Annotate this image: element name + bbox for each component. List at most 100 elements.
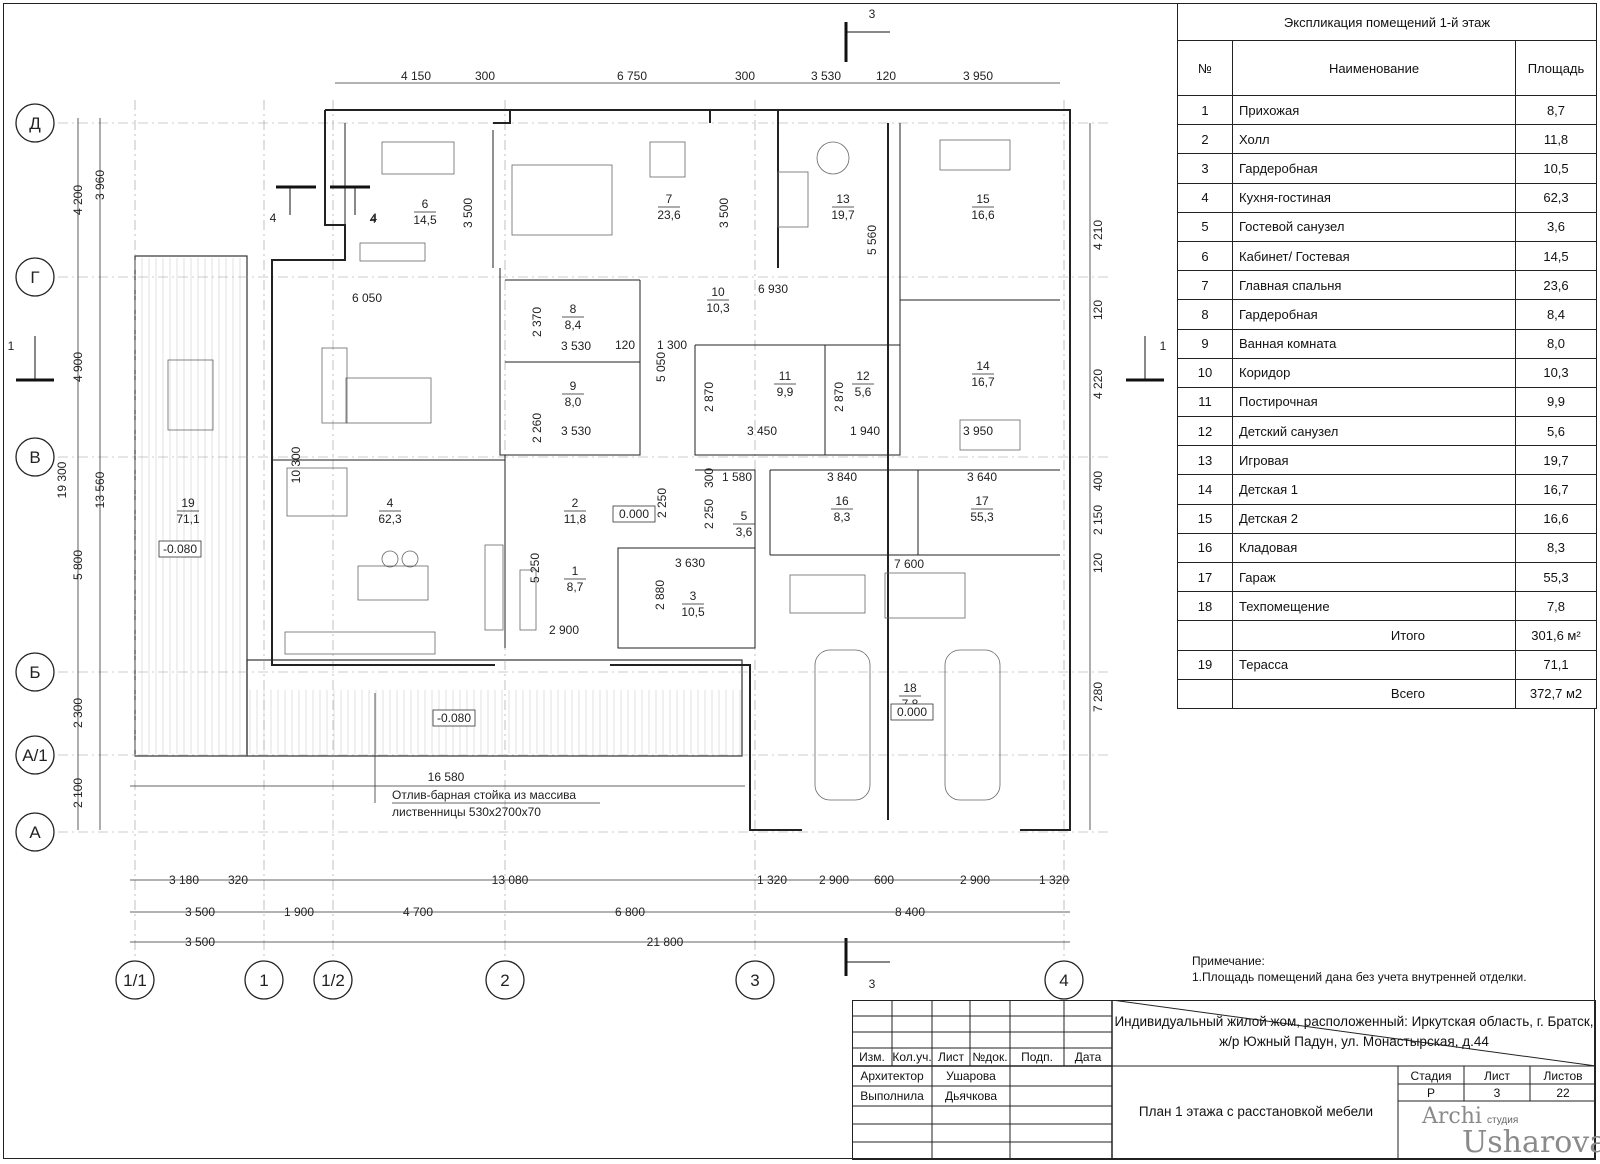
room-area: 8,3 <box>834 510 851 524</box>
dim-inner: 2 260 <box>530 413 544 443</box>
dim-inner: 120 <box>615 338 635 352</box>
dim-bottom3: 3 500 <box>185 935 215 949</box>
dim-inner: 10 300 <box>289 446 303 483</box>
studio-logo: Archi студия Usharova <box>1422 1104 1600 1158</box>
dim-bottom2: 6 800 <box>615 905 645 919</box>
row-number: 6 <box>1177 240 1233 272</box>
room-number: 10 <box>711 285 725 299</box>
row-area: 16,6 <box>1515 503 1597 534</box>
dim-top: 3 530 <box>811 69 841 83</box>
dim-inner: 3 450 <box>747 424 777 438</box>
row-name: Гардеробная <box>1232 153 1516 184</box>
section-label: 4 <box>270 211 277 225</box>
dim-inner: 3 840 <box>827 470 857 484</box>
annotation: Отлив-барная стойка из массива лиственни… <box>374 693 600 819</box>
axis-label-h: А <box>29 823 41 842</box>
row-number: 9 <box>1177 328 1233 359</box>
row-number: 12 <box>1177 416 1233 447</box>
row-number: 16 <box>1177 532 1233 564</box>
room-area: 5,6 <box>855 385 872 399</box>
axis-bubble-v <box>1044 960 1084 1000</box>
title-block: Изм. Кол.уч. Лист №док. Подп. Дата Индив… <box>852 1000 1596 1160</box>
row-area: 16,7 <box>1515 474 1597 505</box>
dim-inner: 2 900 <box>549 623 579 637</box>
dim-inner: 2 870 <box>832 382 846 412</box>
room-number: 7 <box>666 192 673 206</box>
dim-top: 3 950 <box>963 69 993 83</box>
dim-top: 4 150 <box>401 69 431 83</box>
row-area: 8,3 <box>1515 532 1597 564</box>
row-area: 8,0 <box>1515 328 1597 359</box>
dim-inner: 2 880 <box>653 580 667 610</box>
dim-inner: 1 580 <box>722 470 752 484</box>
axis-bubble-v <box>313 960 353 1000</box>
sheet-value: 3 <box>1493 1086 1501 1100</box>
room-area: 23,6 <box>657 208 681 222</box>
axis-label-h: А/1 <box>22 746 48 765</box>
axis-label-v: 2 <box>500 971 509 990</box>
total-value: 372,7 м2 <box>1515 678 1597 709</box>
row-area: 19,7 <box>1515 445 1597 476</box>
tb-col-ndok: №док. <box>972 1050 1008 1064</box>
axis-label-v: 4 <box>1059 971 1068 990</box>
row-area: 14,5 <box>1515 240 1597 272</box>
room-number: 14 <box>976 359 990 373</box>
room-number: 3 <box>690 589 697 603</box>
row-name: Ванная комната <box>1232 328 1516 359</box>
room-number: 16 <box>835 494 849 508</box>
dim-bottom2: 1 900 <box>284 905 314 919</box>
logo-top: Archi <box>1422 1104 1482 1129</box>
sheets-header: Листов <box>1543 1069 1583 1083</box>
row-number: 2 <box>1177 124 1233 155</box>
room-area: 62,3 <box>378 512 402 526</box>
dim-left: 4 200 <box>71 185 85 215</box>
axis-label-v: 1/1 <box>123 971 147 990</box>
room-number: 15 <box>976 192 990 206</box>
level-value: -0.080 <box>163 542 197 556</box>
row-name: Терасса <box>1232 649 1516 680</box>
dim-inner: 1 940 <box>850 424 880 438</box>
level-box <box>432 709 476 727</box>
dim-inner: 2 250 <box>655 488 669 518</box>
row-name: Гараж <box>1232 561 1516 593</box>
axis-label-v: 1/2 <box>321 971 345 990</box>
dim-right: 4 220 <box>1091 369 1105 399</box>
row-name: Прихожая <box>1232 94 1516 126</box>
row-name: Гостевой санузел <box>1232 211 1516 242</box>
dim-bottom1: 13 080 <box>492 873 529 887</box>
room-area: 9,9 <box>777 385 794 399</box>
row-area: 62,3 <box>1515 182 1597 213</box>
logo-small: студия <box>1487 1115 1519 1126</box>
row-number: 13 <box>1177 445 1233 476</box>
axis-bubble-h <box>15 652 55 692</box>
room-area: 55,3 <box>970 510 994 524</box>
dim-bottom1: 2 900 <box>960 873 990 887</box>
dim-bottom1: 600 <box>874 873 894 887</box>
row-name: Кухня-гостиная <box>1232 182 1516 213</box>
row-number: 7 <box>1177 270 1233 301</box>
dim-bottom2: 4 700 <box>403 905 433 919</box>
annotation-line-1: Отлив-барная стойка из массива <box>392 788 576 802</box>
room-area: 16,6 <box>971 208 995 222</box>
row-number: 11 <box>1177 386 1233 418</box>
row-area: 71,1 <box>1515 649 1597 680</box>
row-number: 5 <box>1177 211 1233 242</box>
room-area: 8,0 <box>565 395 582 409</box>
row-name: Детская 1 <box>1232 474 1516 505</box>
axis-lines <box>58 100 1110 960</box>
room-number: 8 <box>570 302 577 316</box>
room-area: 10,3 <box>706 301 730 315</box>
dim-inner: 5 250 <box>528 553 542 583</box>
dim-right: 7 280 <box>1091 682 1105 712</box>
dim-inner: 4 <box>370 212 377 226</box>
